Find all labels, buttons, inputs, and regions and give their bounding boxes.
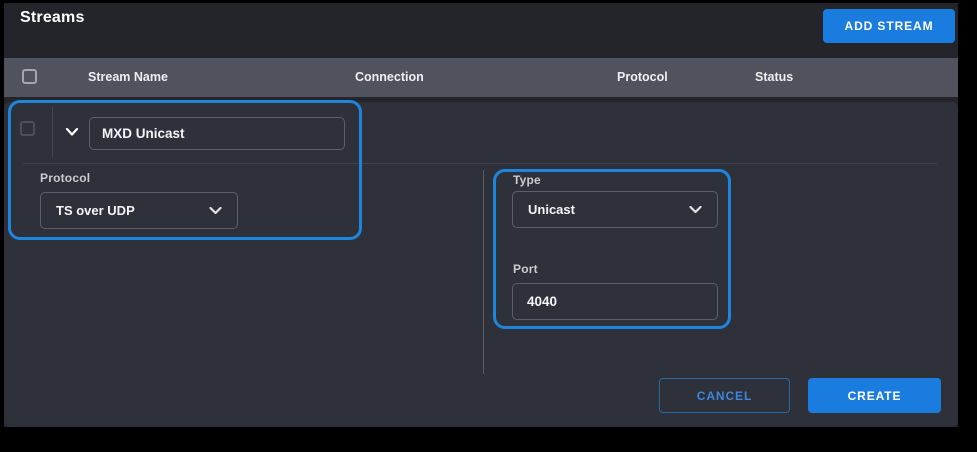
port-field-label: Port	[513, 262, 538, 276]
row-section-divider	[23, 163, 937, 164]
select-all-checkbox[interactable]	[22, 69, 37, 84]
type-field-label: Type	[513, 173, 541, 187]
new-stream-row	[4, 102, 958, 427]
column-header-status: Status	[755, 70, 794, 84]
streams-panel: Streams ADD STREAM Stream Name Connectio…	[4, 3, 958, 427]
chevron-down-icon	[689, 205, 702, 214]
column-header-connection: Connection	[355, 70, 424, 84]
cancel-button[interactable]: CANCEL	[659, 378, 790, 413]
column-header-stream-name: Stream Name	[88, 70, 168, 84]
protocol-field-label: Protocol	[40, 171, 91, 185]
chevron-down-icon	[65, 127, 79, 137]
type-select-value: Unicast	[528, 202, 575, 217]
page-title: Streams	[20, 9, 85, 26]
column-header-protocol: Protocol	[617, 70, 668, 84]
port-input[interactable]	[512, 283, 718, 320]
protocol-select-value: TS over UDP	[56, 203, 135, 218]
chevron-down-icon	[209, 206, 222, 215]
create-button[interactable]: CREATE	[808, 378, 941, 413]
form-column-divider	[483, 170, 484, 374]
row-checkbox-divider	[52, 107, 53, 158]
stream-name-input[interactable]	[89, 117, 345, 150]
table-header: Stream Name Connection Protocol Status	[4, 58, 958, 97]
add-stream-button[interactable]: ADD STREAM	[823, 9, 955, 43]
row-checkbox[interactable]	[20, 121, 35, 136]
collapse-row-toggle[interactable]	[63, 124, 81, 140]
type-select[interactable]: Unicast	[512, 191, 718, 228]
protocol-select[interactable]: TS over UDP	[40, 192, 238, 229]
